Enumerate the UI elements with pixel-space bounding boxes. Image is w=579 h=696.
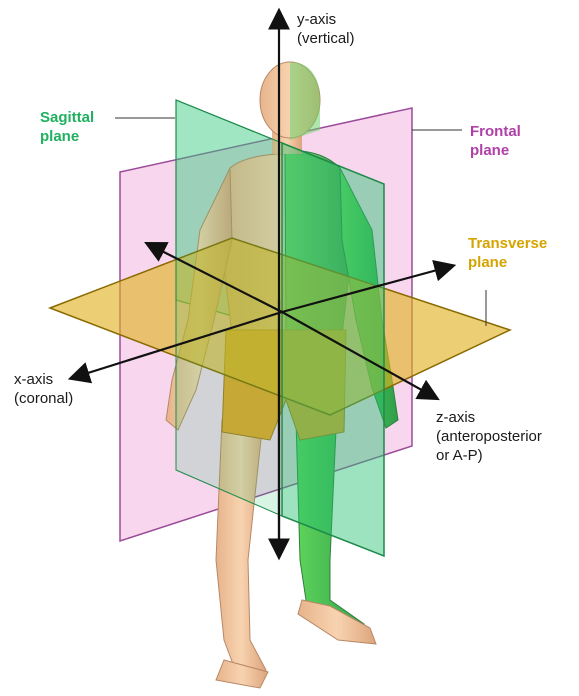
sagittal-plane-front <box>282 143 384 556</box>
z-axis-label: z-axis (anteroposterior or A-P) <box>436 408 542 465</box>
x-axis-label: x-axis (coronal) <box>14 370 73 408</box>
sagittal-plane-label: Sagittal plane <box>40 108 94 146</box>
frontal-plane-label: Frontal plane <box>470 122 521 160</box>
transverse-plane-label: Transverse plane <box>468 234 547 272</box>
y-axis-label: y-axis (vertical) <box>297 10 355 48</box>
sagittal-plane-top <box>176 100 282 516</box>
